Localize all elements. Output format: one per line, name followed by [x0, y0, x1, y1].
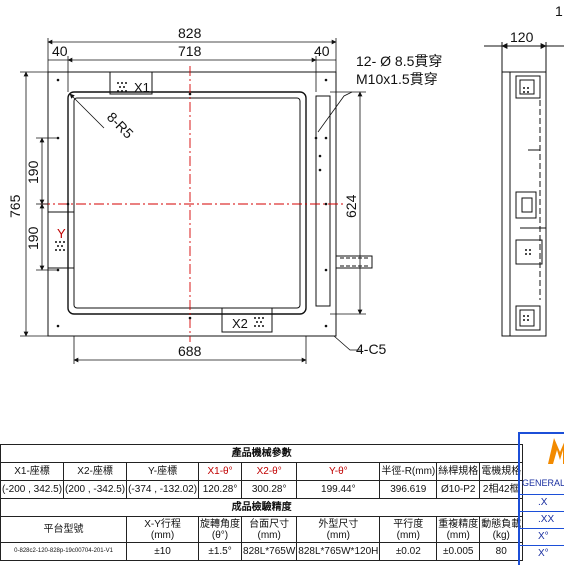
side-view	[484, 42, 564, 337]
section2-header-2: 旋轉角度(θ°)	[198, 516, 243, 543]
top-tab	[109, 71, 153, 95]
section2-value-1: ±10	[126, 542, 200, 561]
general-label: GENERAL	[522, 478, 564, 488]
hole-markers	[56, 78, 328, 328]
dim-lower-height: 190	[25, 226, 41, 250]
section1-header-6: 半徑-R(mm)	[379, 462, 438, 481]
section2-value-row: 0-828c2-120-828p-19c00704-201-V1±10±1.5°…	[0, 542, 524, 561]
side-body	[501, 71, 547, 337]
section2-value-6: ±0.005	[436, 542, 481, 561]
dim-side-thickness: 120	[510, 29, 534, 45]
section2-value-5: ±0.02	[379, 542, 438, 561]
section2-header-3: 台面尺寸(mm)	[241, 516, 298, 543]
section1-value-3: 120.28°	[198, 480, 243, 499]
sensor-dots	[55, 82, 264, 327]
section1-header-0: X1-座標	[0, 462, 65, 481]
section1-value-2: (-374 , -132.02)	[126, 480, 200, 499]
dim-overall-width: 828	[178, 25, 202, 41]
section2-value-0: 0-828c2-120-828p-19c00704-201-V1	[0, 542, 128, 561]
dim-inner-height: 624	[343, 194, 359, 218]
company-logo-icon	[548, 438, 564, 464]
dim-radius: 8-R5	[104, 109, 137, 142]
front-view	[47, 71, 373, 337]
engineering-drawing: X1 X2 Y	[7, 3, 564, 364]
side-dots	[523, 87, 531, 321]
inner-window	[67, 91, 307, 315]
center-lines	[40, 66, 344, 342]
dim-bottom-width: 688	[178, 343, 202, 359]
axis-y-label: Y	[57, 226, 66, 241]
section2-value-3: 828L*765W	[241, 542, 298, 561]
connector-handle	[336, 255, 373, 269]
section1-header-4: X2-θ°	[241, 462, 298, 481]
section2-header-0: 平台型號	[0, 516, 128, 543]
section1-header-2: Y-座標	[126, 462, 200, 481]
section1-value-4: 300.28°	[241, 480, 298, 499]
tolerance-row-3: X°	[520, 545, 564, 562]
hole-note: 12- Ø 8.5貫穿	[356, 53, 442, 69]
dim-inner-width: 718	[178, 43, 202, 59]
section1-value-8: 2相42框	[479, 480, 524, 499]
dim-overall-height: 765	[7, 194, 23, 218]
dim-chamfer: 4-C5	[356, 341, 387, 357]
tolerance-row-1: .XX	[520, 511, 564, 528]
section1-value-1: (200 , -342.5)	[63, 480, 128, 499]
section1-title: 產品機械參數	[0, 444, 524, 463]
dim-upper-height: 190	[25, 160, 41, 184]
section2-title: 成品檢驗精度	[0, 498, 524, 517]
section2-header-1: X-Y行程(mm)	[126, 516, 200, 543]
section1-header-5: Y-θ°	[296, 462, 381, 481]
bottom-tab	[221, 307, 273, 333]
section2-header-6: 重複精度(mm)	[436, 516, 481, 543]
axis-x2-label: X2	[232, 316, 248, 331]
left-tab	[47, 211, 75, 269]
section1-header-7: 絲桿規格	[436, 462, 481, 481]
tolerance-row-2: X°	[520, 528, 564, 545]
section2-header-5: 平行度(mm)	[379, 516, 438, 543]
section2-value-4: 828L*765W*120H	[296, 542, 381, 561]
section1-value-0: (-200 , 342.5)	[0, 480, 65, 499]
section2-value-7: 80	[479, 542, 524, 561]
section2-header-4: 外型尺寸(mm)	[296, 516, 381, 543]
inner-window-edge	[73, 97, 301, 309]
section1-value-7: Ø10-P2	[436, 480, 481, 499]
axis-x1-label: X1	[134, 80, 150, 95]
tolerance-row-0: .X	[520, 494, 564, 511]
thread-note: M10x1.5貫穿	[356, 71, 438, 87]
dim-margin-left: 40	[52, 43, 68, 59]
section1-header-8: 電機規格	[479, 462, 524, 481]
right-bracket	[315, 95, 331, 307]
section2-value-2: ±1.5°	[198, 542, 243, 561]
section1-value-6: 396.619	[379, 480, 438, 499]
dim-corner-label: 1	[555, 3, 563, 19]
section1-value-row: (-200 , 342.5)(200 , -342.5)(-374 , -132…	[0, 480, 524, 499]
section1-header-3: X1-θ°	[198, 462, 243, 481]
dim-margin-right: 40	[314, 43, 330, 59]
section1-header-1: X2-座標	[63, 462, 128, 481]
section2-header-7: 動態負載(kg)	[479, 516, 524, 543]
section1-value-5: 199.44°	[296, 480, 381, 499]
